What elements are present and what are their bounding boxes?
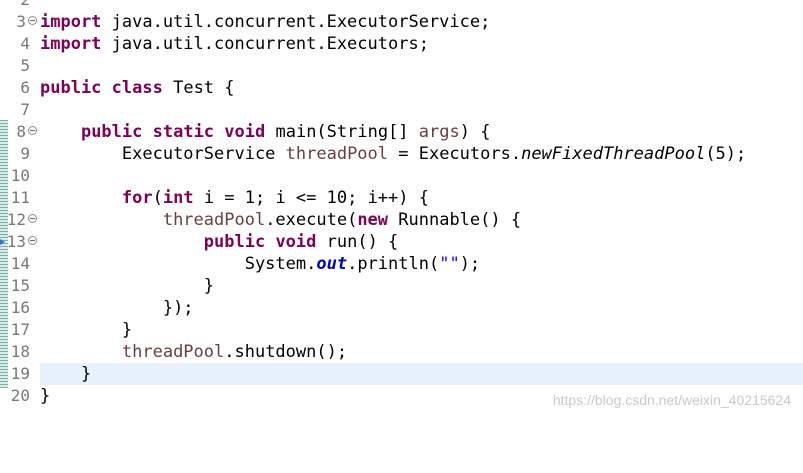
code-text: (5); — [705, 144, 747, 164]
code-line-4[interactable]: 4 import java.util.concurrent.Executors; — [0, 33, 803, 55]
line-number: 20 — [10, 386, 30, 405]
code-text: } — [80, 364, 92, 384]
code-line-11[interactable]: 11 for(int i = 1; i <= 10; i++) { — [0, 187, 803, 209]
line-number: 4 — [20, 34, 30, 53]
code-text: main(String[] — [265, 122, 419, 142]
code-text: } — [40, 386, 51, 406]
code-text: }); — [162, 298, 194, 318]
line-number: 10 — [10, 166, 30, 185]
line-number: 11 — [10, 188, 30, 207]
code-text: java.util.concurrent.Executors; — [101, 34, 429, 54]
line-number: 6 — [20, 78, 30, 97]
line-number: 18 — [10, 342, 30, 361]
code-text: Runnable() { — [388, 210, 522, 230]
code-line-18[interactable]: 18 threadPool.shutdown(); — [0, 341, 803, 363]
code-text: java.util.concurrent.ExecutorService; — [101, 12, 491, 32]
local-variable: threadPool — [162, 210, 266, 230]
line-number: 12 — [6, 210, 26, 229]
line-number: 15 — [10, 276, 30, 295]
keyword: void — [224, 122, 266, 142]
code-line-2[interactable]: 2 — [0, 0, 803, 11]
code-line-10[interactable]: 10 — [0, 165, 803, 187]
code-text: .println( — [347, 254, 440, 274]
keyword: import — [40, 34, 102, 54]
code-line-7[interactable]: 7 — [0, 99, 803, 121]
line-number: 17 — [10, 320, 30, 339]
code-editor[interactable]: 2 3 import java.util.concurrent.Executor… — [0, 0, 803, 418]
fold-toggle-icon[interactable] — [28, 236, 37, 245]
keyword: int — [162, 188, 194, 208]
code-text: .shutdown(); — [224, 342, 348, 362]
code-line-3[interactable]: 3 import java.util.concurrent.ExecutorSe… — [0, 11, 803, 33]
keyword: class — [111, 78, 163, 98]
line-number: 9 — [20, 144, 30, 163]
watermark: https://blog.csdn.net/weixin_40215624 — [552, 392, 791, 408]
code-line-8[interactable]: 8 public static void main(String[] args)… — [0, 121, 803, 143]
code-text: ( — [152, 188, 163, 208]
line-number: 2 — [0, 0, 30, 11]
code-line-5[interactable]: 5 — [0, 55, 803, 77]
code-line-15[interactable]: 15 } — [0, 275, 803, 297]
code-line-13[interactable]: 13 public void run() { — [0, 231, 803, 253]
fold-toggle-icon[interactable] — [28, 214, 37, 223]
code-text: } — [121, 320, 133, 340]
line-number: 3 — [16, 12, 26, 31]
keyword: public — [203, 232, 266, 252]
code-text: .execute( — [265, 210, 358, 230]
keyword: new — [357, 210, 389, 230]
line-number: 7 — [20, 100, 30, 119]
fold-toggle-icon[interactable] — [28, 126, 37, 135]
keyword: void — [275, 232, 317, 252]
code-text: } — [203, 276, 215, 296]
static-field: out — [316, 254, 348, 274]
line-number: 14 — [10, 254, 30, 273]
line-number: 16 — [10, 298, 30, 317]
keyword: import — [40, 12, 102, 32]
line-number: 19 — [10, 364, 30, 383]
code-line-19-current[interactable]: } — [40, 363, 803, 385]
keyword: for — [121, 188, 153, 208]
code-text: ExecutorService — [121, 144, 286, 164]
static-method: newFixedThreadPool — [521, 144, 706, 164]
code-text: = Executors. — [388, 144, 522, 164]
code-text: Test { — [162, 78, 235, 98]
code-line-9[interactable]: 9 ExecutorService threadPool = Executors… — [0, 143, 803, 165]
code-line-20[interactable]: 20 } — [0, 385, 803, 407]
local-variable: threadPool — [285, 144, 389, 164]
keyword: public — [40, 78, 102, 98]
parameter: args — [418, 122, 460, 142]
string-literal: "" — [439, 254, 460, 274]
code-text: System. — [244, 254, 317, 274]
override-marker-icon[interactable] — [0, 239, 5, 245]
keyword: public — [80, 122, 143, 142]
code-line-17[interactable]: 17 } — [0, 319, 803, 341]
keyword: static — [152, 122, 215, 142]
fold-toggle-icon[interactable] — [28, 16, 37, 25]
code-line-6[interactable]: 6 public class Test { — [0, 77, 803, 99]
line-number: 5 — [20, 56, 30, 75]
change-indicator-strip — [0, 120, 8, 388]
local-variable: threadPool — [121, 342, 225, 362]
code-text: i = 1; i <= 10; i++) { — [193, 188, 429, 208]
code-line-12[interactable]: 12 threadPool.execute(new Runnable() { — [0, 209, 803, 231]
code-line-14[interactable]: 14 System.out.println(""); — [0, 253, 803, 275]
code-text: run() { — [316, 232, 399, 252]
code-text: ) { — [459, 122, 491, 142]
code-line-19-gutter: 19 — [0, 363, 40, 385]
code-line-16[interactable]: 16 }); — [0, 297, 803, 319]
code-text: ); — [459, 254, 481, 274]
line-number: 8 — [16, 122, 26, 141]
line-number: 13 — [6, 232, 26, 251]
